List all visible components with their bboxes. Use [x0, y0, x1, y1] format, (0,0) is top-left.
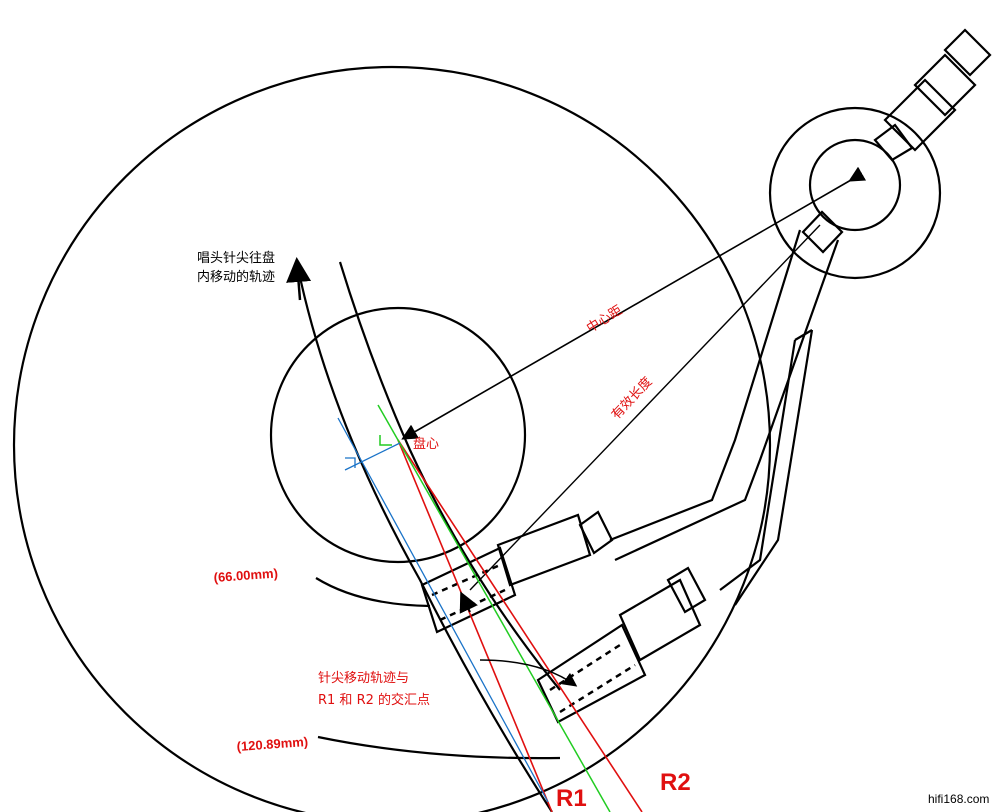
record-outline: [13, 66, 771, 812]
r1-line: [397, 439, 553, 812]
right-angle-marker-blue: [345, 457, 356, 468]
stylus-inner-track-arc: [338, 261, 561, 691]
stylus-path-label-2: 内移动的轨迹: [197, 269, 275, 285]
label-circle: [269, 306, 527, 564]
trajectory-arrow-icon: [286, 257, 312, 301]
r1-label: R1: [556, 785, 587, 812]
r2-line: [397, 439, 643, 812]
effective-length-label: 有效长度: [608, 374, 655, 423]
inner-groove-arc: [315, 577, 431, 608]
green-reference-line: [377, 404, 611, 812]
spindle-label: 盘心: [413, 436, 439, 452]
stylus-trajectory-arc: [296, 267, 553, 812]
intersection-label-1: 针尖移动轨迹与: [318, 671, 409, 686]
intersection-arrow-icon: [459, 591, 478, 614]
tonearm-outer-position: [536, 329, 814, 724]
intersection-label-2: R1 和 R2 的交汇点: [318, 692, 430, 708]
stylus-path-label-1: 唱头针尖往盘: [197, 250, 275, 266]
intersection-pointer: [479, 659, 578, 687]
outer-groove-arc: [317, 735, 561, 760]
r2-label: R2: [660, 769, 691, 796]
blue-perpendicular: [344, 442, 401, 471]
counterweight: [873, 28, 992, 162]
pivot-outer-circle: [768, 106, 942, 280]
outer-radius-label: (120.89mm): [236, 734, 308, 754]
right-angle-marker: [379, 435, 392, 446]
center-distance-line: [401, 166, 867, 440]
tonearm-inner-position: [420, 210, 844, 634]
effective-length-line: [469, 224, 821, 591]
blue-reference-line: [337, 417, 549, 803]
center-distance-label: 中心距: [584, 303, 625, 336]
watermark: hifi168.com: [928, 792, 989, 806]
inner-radius-label: (66.00mm): [213, 566, 278, 585]
